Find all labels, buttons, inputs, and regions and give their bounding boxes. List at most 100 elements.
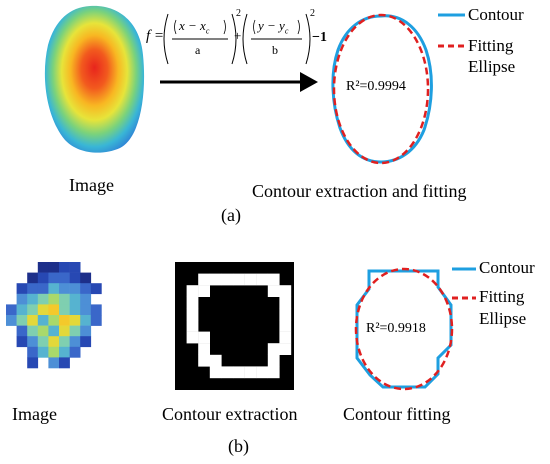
pixel-cell bbox=[59, 336, 70, 348]
contour-pixel bbox=[267, 354, 280, 367]
heatmap-image-a bbox=[44, 5, 145, 153]
pixel-cell bbox=[80, 272, 92, 284]
pixel-cell bbox=[48, 293, 60, 305]
pixel-cell bbox=[27, 293, 39, 305]
fitting-ellipse-a bbox=[332, 13, 430, 165]
pixel-cell bbox=[48, 357, 60, 369]
contour-pixel bbox=[267, 273, 280, 286]
pixel-cell bbox=[59, 357, 70, 369]
pixel-image-b bbox=[6, 262, 102, 369]
r2-value-a: R²=0.9994 bbox=[346, 79, 406, 94]
formula-term2-num: y − yc bbox=[258, 18, 289, 36]
legend-ellipse-label-a: Ellipse bbox=[468, 57, 516, 76]
contour-pixel bbox=[267, 343, 280, 355]
r2-value-b: R²=0.9918 bbox=[366, 321, 426, 336]
pixel-cell bbox=[69, 293, 81, 305]
pixel-cell bbox=[27, 357, 39, 369]
contour-pixel bbox=[198, 285, 210, 297]
contour-pixel bbox=[198, 354, 210, 367]
pixel-cell bbox=[90, 315, 102, 326]
pixel-cell bbox=[80, 293, 92, 305]
contour-pixel bbox=[186, 320, 199, 332]
contour-pixel bbox=[186, 331, 199, 344]
pixel-cell bbox=[6, 315, 17, 326]
pixel-cell bbox=[80, 325, 92, 337]
legend-contour-label-b: Contour bbox=[479, 258, 535, 277]
pixel-cell bbox=[59, 315, 70, 326]
pixel-cell bbox=[59, 272, 70, 284]
extraction-contour bbox=[186, 273, 292, 379]
pixel-cell bbox=[48, 262, 60, 273]
contour-pixel bbox=[279, 331, 292, 344]
panel-label-a: (a) bbox=[221, 205, 241, 225]
pixel-cell bbox=[37, 346, 49, 358]
legend-contour-label-a: Contour bbox=[468, 5, 524, 24]
pixel-cell bbox=[59, 304, 70, 316]
formula-tail: −1 bbox=[312, 30, 327, 45]
contour-pixel bbox=[279, 308, 292, 321]
pixel-cell bbox=[48, 304, 60, 316]
pixel-cell bbox=[27, 283, 39, 295]
contour-pixel bbox=[198, 343, 210, 355]
contour-pixel bbox=[198, 273, 210, 286]
pixel-cell bbox=[6, 304, 17, 316]
contour-pixel bbox=[221, 366, 234, 379]
caption-fit-a: Contour extraction and fitting bbox=[252, 181, 467, 201]
pixel-cell bbox=[16, 315, 28, 326]
pixel-cell bbox=[27, 272, 39, 284]
formula-term1-num: x − xc bbox=[179, 18, 210, 36]
pixel-cell bbox=[90, 283, 102, 295]
contour-pixel bbox=[233, 273, 245, 286]
pixel-cell bbox=[27, 346, 39, 358]
pixel-cell bbox=[16, 283, 28, 295]
contour-pixel bbox=[186, 296, 199, 309]
pixel-cell bbox=[90, 304, 102, 316]
pixel-cell bbox=[69, 262, 81, 273]
contour-pixel bbox=[267, 285, 280, 297]
pixel-cell bbox=[37, 262, 49, 273]
pixel-cell bbox=[27, 336, 39, 348]
pixel-cell bbox=[48, 315, 60, 326]
pixel-cell bbox=[80, 336, 92, 348]
pixel-cell bbox=[59, 325, 70, 337]
contour-pixel bbox=[279, 343, 292, 355]
contour-pixel bbox=[198, 331, 210, 344]
contour-a bbox=[331, 14, 433, 164]
formula-term2-den: b bbox=[272, 43, 278, 57]
arrow-head bbox=[300, 72, 318, 92]
pixel-cell bbox=[59, 262, 70, 273]
contour-pixel bbox=[279, 296, 292, 309]
formula-exponent-1: 2 bbox=[236, 8, 241, 19]
pixel-cell bbox=[37, 293, 49, 305]
caption-extraction-b: Contour extraction bbox=[162, 404, 298, 424]
pixel-cell bbox=[37, 336, 49, 348]
contour-pixel bbox=[267, 366, 280, 379]
pixel-cell bbox=[48, 272, 60, 284]
contour-pixel bbox=[209, 354, 222, 367]
contour-pixel bbox=[233, 366, 245, 379]
pixel-cell bbox=[69, 272, 81, 284]
contour-pixel bbox=[209, 366, 222, 379]
pixel-cell bbox=[69, 336, 81, 348]
pixel-cell bbox=[69, 325, 81, 337]
pixel-cell bbox=[80, 283, 92, 295]
pixel-cell bbox=[27, 304, 39, 316]
pixel-cell bbox=[37, 283, 49, 295]
contour-pixel bbox=[279, 320, 292, 332]
pixel-cell bbox=[27, 315, 39, 326]
pixel-cell bbox=[16, 304, 28, 316]
formula-lhs: f = bbox=[146, 28, 165, 44]
pixel-cell bbox=[48, 336, 60, 348]
legend-fitting-label-b: Fitting bbox=[479, 287, 525, 306]
contour-pixel bbox=[221, 273, 234, 286]
legend-fitting-label-a: Fitting bbox=[468, 36, 514, 55]
pixel-cell bbox=[59, 346, 70, 358]
contour-pixel bbox=[186, 308, 199, 321]
contour-pixel bbox=[186, 285, 199, 297]
contour-pixel bbox=[256, 273, 268, 286]
pixel-cell bbox=[69, 315, 81, 326]
legend-ellipse-label-b: Ellipse bbox=[479, 309, 527, 328]
pixel-cell bbox=[59, 293, 70, 305]
pixel-cell bbox=[69, 283, 81, 295]
